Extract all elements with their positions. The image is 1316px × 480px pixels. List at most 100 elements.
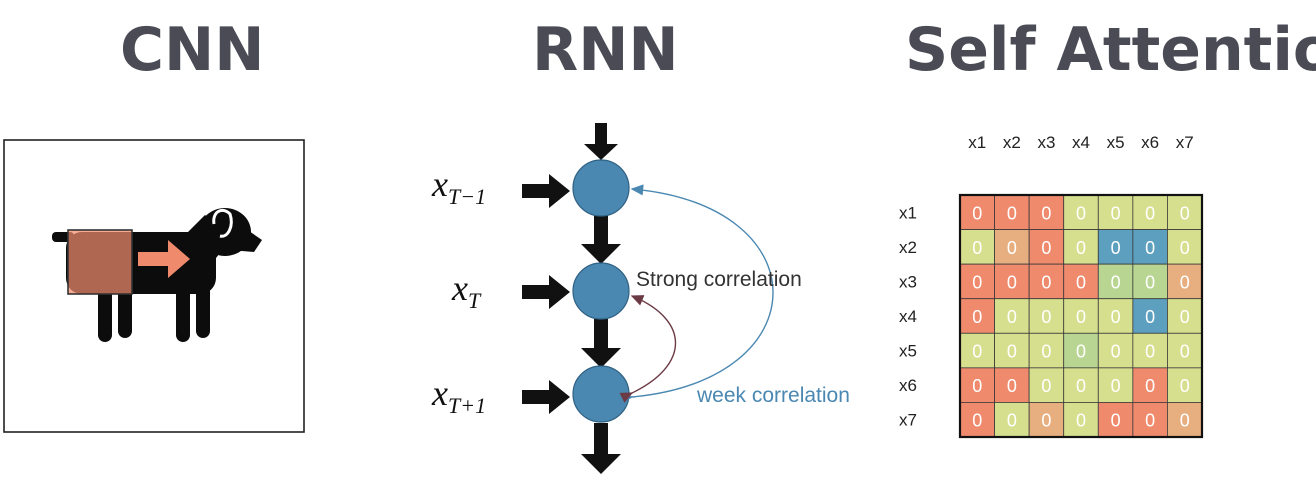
title-cnn: CNN	[120, 15, 265, 85]
attention-cell-value: 0	[1041, 376, 1051, 396]
attention-cell-7-6	[1132, 402, 1168, 438]
attention-cell-value: 0	[972, 411, 982, 431]
attention-col-label: x6	[1141, 133, 1159, 152]
attention-cell-value: 0	[1041, 238, 1051, 258]
attention-cell-3-3	[1028, 263, 1065, 300]
attention-cell-1-2	[994, 194, 1030, 230]
attention-cell-value: 0	[1076, 411, 1086, 431]
attention-cell-2-7	[1167, 229, 1203, 265]
strong-correlation-arc	[619, 295, 677, 403]
attention-cell-value: 0	[1111, 272, 1121, 292]
attention-cell-value: 0	[1180, 238, 1190, 258]
title-self-attention: Self Attention	[905, 15, 1316, 85]
filter-slide-arrow-icon	[138, 240, 190, 278]
attention-cell-2-1	[959, 229, 995, 265]
title-rnn: RNN	[532, 15, 679, 85]
input-arrow-2-icon	[522, 275, 570, 309]
attention-cell-value: 0	[1076, 342, 1086, 362]
attention-cell-1-5	[1097, 194, 1134, 230]
rnn-node-3	[572, 365, 630, 423]
attention-cell-6-1	[959, 367, 995, 403]
attention-cell-value: 0	[1180, 272, 1190, 292]
attention-cell-2-5	[1097, 229, 1134, 265]
attention-cell-value: 0	[972, 203, 982, 223]
attention-cell-value: 0	[1180, 411, 1190, 431]
attention-cell-2-4	[1063, 229, 1099, 265]
flow-arrow-2-icon	[581, 319, 621, 368]
attention-cell-value: 0	[1145, 203, 1155, 223]
attention-cell-4-2	[994, 298, 1030, 334]
attention-cell-7-5	[1097, 402, 1134, 438]
attention-col-label: x1	[968, 133, 986, 152]
attention-cell-value: 0	[1076, 272, 1086, 292]
attention-cell-value: 0	[1007, 376, 1017, 396]
attention-cell-value: 0	[1007, 203, 1017, 223]
attention-row-label: x1	[899, 203, 917, 222]
attention-cell-value: 0	[1041, 342, 1051, 362]
rnn-input-label-3: xT+1	[431, 373, 486, 418]
flow-arrow-1-icon	[581, 215, 621, 264]
attention-cell-3-2	[994, 263, 1030, 300]
attention-cell-value: 0	[972, 342, 982, 362]
attention-cell-value: 0	[1007, 342, 1017, 362]
attention-cell-value: 0	[1111, 307, 1121, 327]
attention-cell-value: 0	[1111, 411, 1121, 431]
attention-cell-6-3	[1028, 367, 1065, 403]
attention-cell-5-6	[1132, 332, 1168, 369]
weak-correlation-arc	[620, 184, 774, 404]
attention-cell-4-1	[959, 298, 995, 334]
attention-cell-value: 0	[1007, 307, 1017, 327]
input-arrow-3-icon	[522, 380, 570, 414]
attention-col-label: x5	[1107, 133, 1125, 152]
attention-cell-6-6	[1132, 367, 1168, 403]
attention-cell-6-5	[1097, 367, 1134, 403]
attention-cell-value: 0	[1111, 238, 1121, 258]
attention-cell-7-2	[994, 402, 1030, 438]
attention-cell-value: 0	[1076, 307, 1086, 327]
attention-cell-value: 0	[1007, 272, 1017, 292]
rnn-panel: xT−1 xT xT+1 Strong correlation week cor…	[431, 123, 850, 474]
attention-cell-value: 0	[972, 238, 982, 258]
attention-row-label: x6	[899, 376, 917, 395]
attention-cell-6-4	[1063, 367, 1099, 403]
attention-cell-value: 0	[1076, 203, 1086, 223]
attention-cell-value: 0	[1145, 238, 1155, 258]
attention-row-label: x5	[899, 342, 917, 361]
attention-col-label: x3	[1037, 133, 1055, 152]
attention-cell-value: 0	[1145, 376, 1155, 396]
attention-cell-5-4	[1063, 332, 1099, 369]
attention-cell-value: 0	[1041, 411, 1051, 431]
attention-cell-value: 0	[1041, 203, 1051, 223]
attention-cell-value: 0	[972, 307, 982, 327]
attention-cell-value: 0	[1076, 238, 1086, 258]
attention-col-label: x7	[1176, 133, 1194, 152]
attention-cell-3-5	[1097, 263, 1134, 300]
cnn-panel	[3, 139, 305, 433]
attention-cell-1-6	[1132, 194, 1168, 230]
attention-cell-2-3	[1028, 229, 1065, 265]
attention-cell-6-7	[1167, 367, 1203, 403]
attention-cell-value: 0	[1180, 376, 1190, 396]
attention-col-label: x2	[1003, 133, 1021, 152]
attention-cell-value: 0	[1111, 342, 1121, 362]
attention-row-label: x3	[899, 272, 917, 291]
attention-cell-value: 0	[1145, 342, 1155, 362]
attention-matrix-border	[958, 193, 1204, 439]
attention-matrix: 0 0 0 0 0 0 0 0 0 0 0 0 0 0 0 0 0 0 0 0 0 0 0 0 0 0 0 0 0 0 0 0 0 0 0 0 0 0 0 0…	[959, 194, 1203, 438]
attention-cell-value: 0	[972, 376, 982, 396]
attention-cell-value: 0	[1145, 307, 1155, 327]
attention-cell-5-3	[1028, 332, 1065, 369]
rnn-node-1	[572, 159, 630, 217]
conv-filter-box	[67, 229, 133, 295]
rnn-node-2	[572, 262, 630, 320]
attention-cell-value: 0	[1007, 238, 1017, 258]
cnn-image-frame	[3, 139, 305, 433]
attention-cell-value: 0	[1041, 307, 1051, 327]
attention-cell-value: 0	[1111, 376, 1121, 396]
top-input-arrow-icon	[584, 123, 618, 160]
attention-cell-value: 0	[1145, 411, 1155, 431]
attention-cell-value: 0	[1041, 272, 1051, 292]
